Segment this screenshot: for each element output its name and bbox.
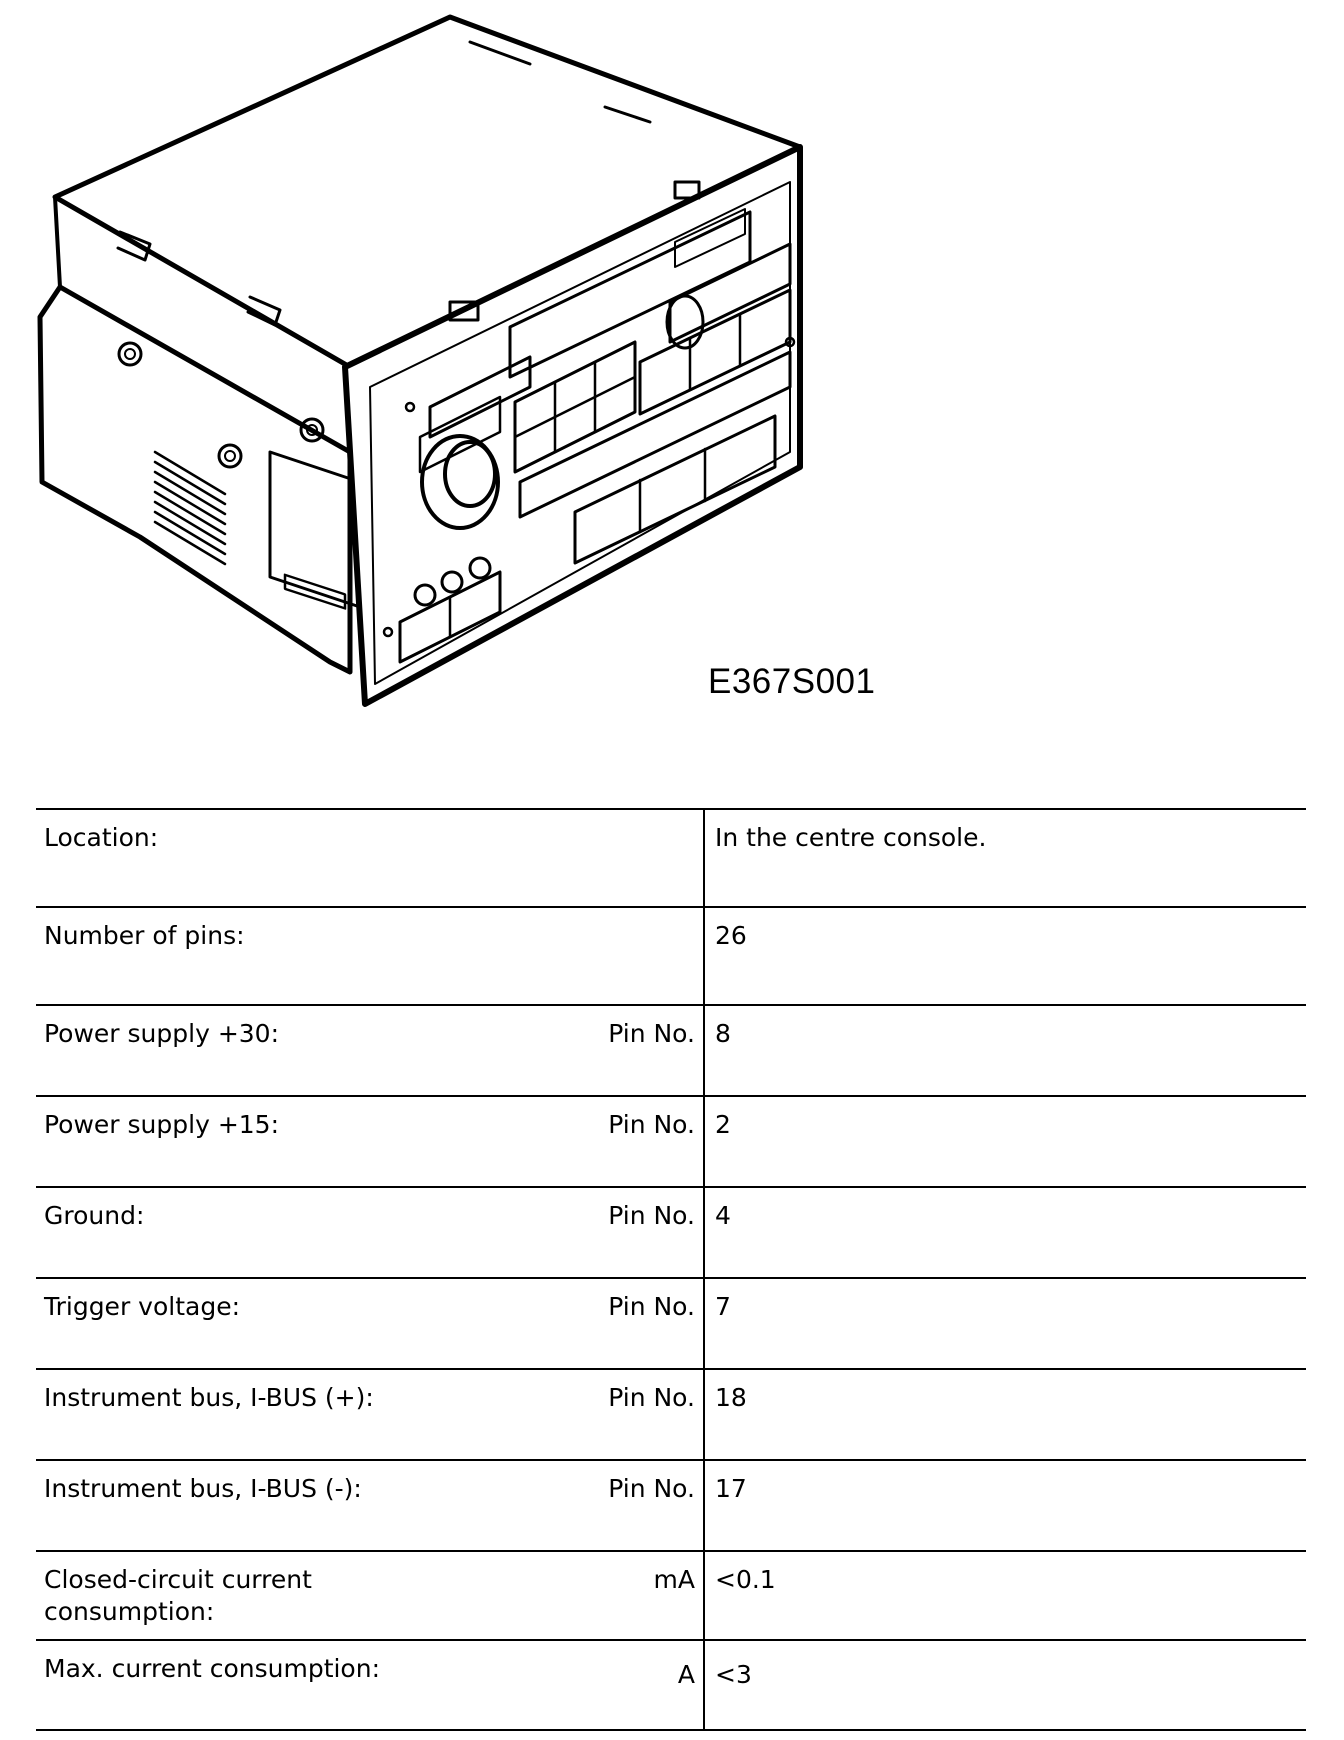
- spec-label: Instrument bus, I-BUS (-):: [44, 1474, 362, 1503]
- spec-unit: Pin No.: [608, 1110, 695, 1139]
- spec-value: 17: [703, 1460, 1306, 1551]
- spec-unit: Pin No.: [608, 1201, 695, 1230]
- spec-value: <3: [703, 1640, 1306, 1730]
- spec-row-ibus-minus: Instrument bus, I-BUS (-): Pin No. 17: [36, 1460, 1306, 1551]
- spec-label-cell: Power supply +15: Pin No.: [36, 1096, 704, 1187]
- spec-value: 7: [703, 1278, 1306, 1369]
- spec-unit: Pin No.: [608, 1019, 695, 1048]
- spec-row-power-15: Power supply +15: Pin No. 2: [36, 1096, 1306, 1187]
- spec-label: Power supply +30:: [44, 1019, 280, 1048]
- spec-label: Power supply +15:: [44, 1110, 280, 1139]
- spec-table: Location: In the centre console. Number …: [36, 808, 1306, 1731]
- spec-label-cell: Location:: [36, 809, 704, 907]
- spec-row-trigger: Trigger voltage: Pin No. 7: [36, 1278, 1306, 1369]
- spec-label: Instrument bus, I-BUS (+):: [44, 1383, 374, 1412]
- spec-label-cell: Closed-circuit current consumption: mA: [36, 1551, 704, 1640]
- spec-label: Number of pins:: [44, 921, 245, 950]
- spec-value: 4: [703, 1187, 1306, 1278]
- spec-value: 26: [703, 907, 1306, 1005]
- spec-unit: Pin No.: [608, 1474, 695, 1503]
- spec-label-cell: Trigger voltage: Pin No.: [36, 1278, 704, 1369]
- spec-label-cell: Instrument bus, I-BUS (+): Pin No.: [36, 1369, 704, 1460]
- spec-label-cell: Number of pins:: [36, 907, 704, 1005]
- spec-row-pins: Number of pins: 26: [36, 907, 1306, 1005]
- spec-value: 2: [703, 1096, 1306, 1187]
- spec-unit: Pin No.: [608, 1383, 695, 1412]
- spec-row-power-30: Power supply +30: Pin No. 8: [36, 1005, 1306, 1096]
- spec-unit: A: [677, 1660, 695, 1689]
- spec-value: 8: [703, 1005, 1306, 1096]
- spec-row-ground: Ground: Pin No. 4: [36, 1187, 1306, 1278]
- spec-label: Closed-circuit current consumption:: [44, 1565, 312, 1626]
- spec-label-cell: Max. current consumption: A: [36, 1640, 704, 1730]
- figure-code: E367S001: [708, 662, 876, 701]
- spec-value: In the centre console.: [703, 809, 1306, 907]
- spec-unit: Pin No.: [608, 1292, 695, 1321]
- spec-unit: mA: [653, 1565, 695, 1594]
- spec-label: Ground:: [44, 1201, 145, 1230]
- spec-row-max-current: Max. current consumption: A <3: [36, 1640, 1306, 1730]
- spec-row-ibus-plus: Instrument bus, I-BUS (+): Pin No. 18: [36, 1369, 1306, 1460]
- spec-label: Max. current consumption:: [44, 1654, 380, 1683]
- spec-row-location: Location: In the centre console.: [36, 809, 1306, 907]
- spec-label: Location:: [44, 823, 159, 852]
- spec-row-closed-circuit: Closed-circuit current consumption: mA <…: [36, 1551, 1306, 1640]
- spec-label-cell: Power supply +30: Pin No.: [36, 1005, 704, 1096]
- radio-unit-illustration: [37, 14, 803, 707]
- spec-label-cell: Instrument bus, I-BUS (-): Pin No.: [36, 1460, 704, 1551]
- spec-label-cell: Ground: Pin No.: [36, 1187, 704, 1278]
- spec-value: 18: [703, 1369, 1306, 1460]
- spec-value: <0.1: [703, 1551, 1306, 1640]
- spec-table-body: Location: In the centre console. Number …: [36, 809, 1306, 1730]
- spec-label: Trigger voltage:: [44, 1292, 240, 1321]
